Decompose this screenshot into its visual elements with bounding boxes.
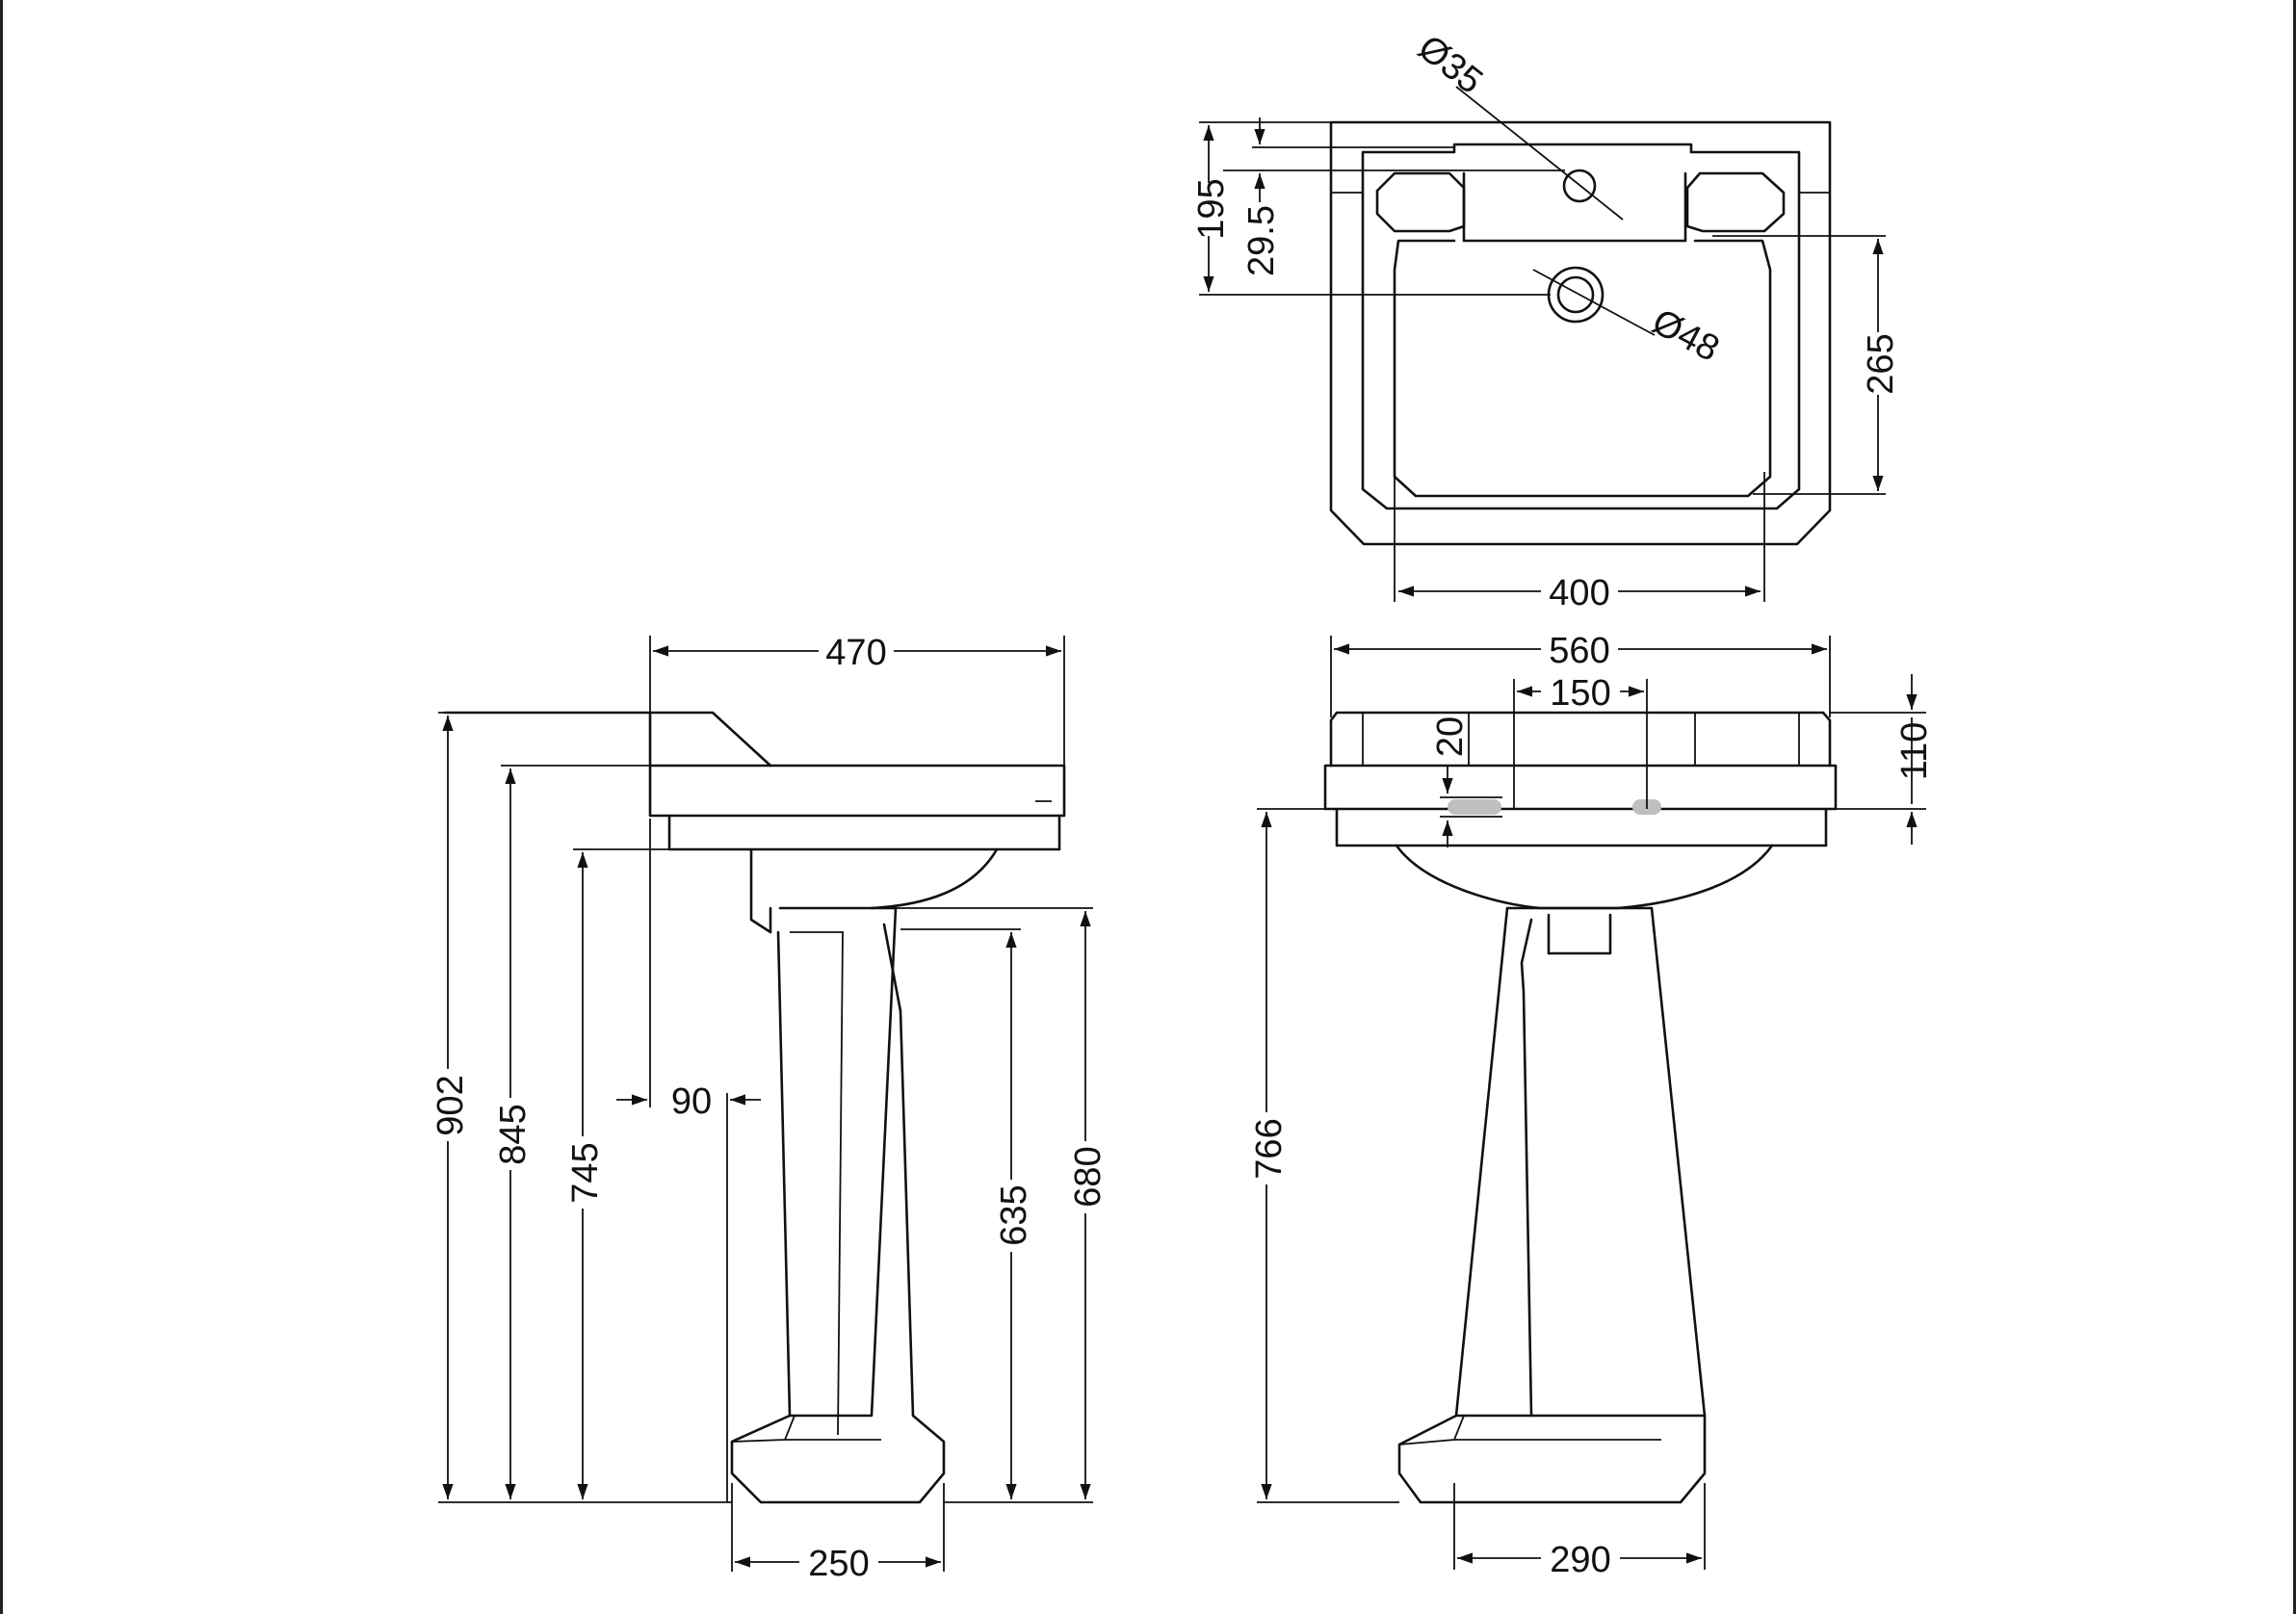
dim-265-label: 265 (1861, 333, 1901, 394)
dim-20-label: 20 (1430, 716, 1471, 757)
side-back-drop (749, 847, 772, 934)
plan-rim-outline (1361, 143, 1801, 510)
plan-bowl-outline (1393, 239, 1772, 498)
plan-outer-outline (1329, 120, 1832, 546)
side-upstand (443, 711, 772, 768)
waste-outlet-inner-icon (1556, 275, 1595, 314)
d48-label: Ø48 (1646, 301, 1726, 370)
front-pedestal-outer (1454, 906, 1707, 1418)
dim-560-label: 560 (1549, 631, 1609, 671)
front-basin-rim (1323, 764, 1838, 811)
front-basin-body (1335, 807, 1828, 847)
d35-leader (1455, 86, 1624, 221)
plan-right-pad (1685, 171, 1786, 233)
plan-left-pad (1375, 171, 1466, 233)
front-pedestal-inner (1520, 918, 1533, 1418)
dim-110-label: 110 (1894, 722, 1935, 781)
side-view: 470 902 845 745 90 635 680 (430, 633, 1109, 1584)
side-bowl-curve (870, 847, 999, 910)
side-pedestal-inner (837, 931, 844, 1436)
front-pedestal-slot (1547, 913, 1612, 955)
dim-845-label: 845 (493, 1104, 534, 1164)
front-upstand (1329, 711, 1832, 768)
dim-745-label: 745 (565, 1142, 606, 1203)
waste-outlet-icon (1547, 266, 1605, 324)
side-pedestal-front (882, 923, 915, 1418)
dim-902-label: 902 (430, 1075, 471, 1135)
plan-view: Ø35 Ø48 195 29.5 265 400 (1191, 28, 1901, 613)
front-view: 560 150 20 110 766 290 (1249, 631, 1935, 1580)
front-pedestal-base (1397, 1414, 1707, 1504)
dim-90-label: 90 (671, 1081, 712, 1122)
dim-150-label: 150 (1550, 673, 1610, 714)
side-pedestal-left (776, 906, 898, 1418)
front-overflow-left-icon (1448, 799, 1501, 815)
side-basin-body (667, 814, 1061, 851)
side-basin-rim (648, 711, 1066, 818)
dim-29.5-label: 29.5 (1241, 205, 1282, 276)
tap-hole-icon (1562, 169, 1597, 203)
d48-leader (1532, 269, 1656, 336)
dim-195-label: 195 (1191, 178, 1232, 239)
right-border (2293, 0, 2296, 1614)
front-bowl-curve (1395, 844, 1774, 910)
dim-400-label: 400 (1549, 573, 1609, 613)
dim-766-label: 766 (1249, 1118, 1290, 1179)
plan-tap-deck (1462, 171, 1687, 243)
d35-label: Ø35 (1411, 28, 1490, 102)
dim-635-label: 635 (994, 1184, 1034, 1245)
dim-290-label: 290 (1550, 1540, 1610, 1580)
dim-680-label: 680 (1068, 1146, 1109, 1207)
dim-470-label: 470 (825, 633, 886, 673)
side-pedestal-base (730, 1414, 946, 1504)
dim-250-label: 250 (808, 1544, 869, 1584)
left-border (0, 0, 3, 1614)
